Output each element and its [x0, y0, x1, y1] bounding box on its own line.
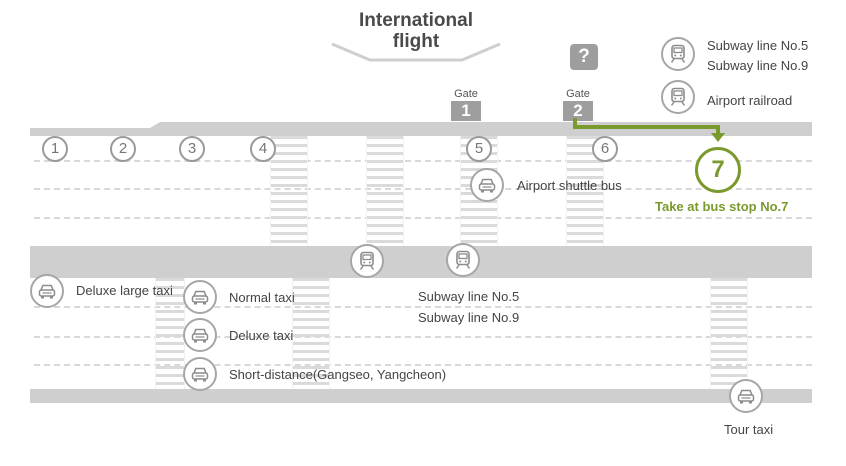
bus-stop-6[interactable]: 6 — [592, 136, 618, 162]
train-icon — [350, 244, 384, 278]
terminal-title: International flight — [330, 10, 502, 52]
tour-taxi-label: Tour taxi — [724, 422, 774, 437]
crosswalk — [155, 278, 185, 389]
train-icon — [661, 37, 695, 71]
lane-divider — [34, 188, 812, 190]
bus-stop-2[interactable]: 2 — [110, 136, 136, 162]
bottom-road — [30, 389, 812, 403]
middle-subway-line-5-label: Subway line No.5 — [418, 289, 520, 304]
train-icon — [446, 243, 480, 277]
help-button[interactable]: ? — [570, 44, 598, 70]
crosswalk — [292, 278, 330, 389]
title-line-1: International — [358, 10, 473, 31]
middle-road — [30, 246, 812, 278]
bus-stop-4[interactable]: 4 — [250, 136, 276, 162]
lane-divider — [34, 217, 812, 219]
crosswalk — [710, 278, 748, 389]
gate-1-number[interactable]: 1 — [451, 101, 481, 121]
train-icon — [661, 80, 695, 114]
subway-line-9-label: Subway line No.9 — [707, 58, 809, 73]
subway-line-5-label: Subway line No.5 — [707, 38, 809, 53]
bus-stop-1[interactable]: 1 — [42, 136, 68, 162]
middle-subway-line-9-label: Subway line No.9 — [418, 310, 520, 325]
lane-divider — [34, 364, 812, 366]
normal-taxi-label: Normal taxi — [229, 290, 295, 305]
airport-railroad-label: Airport railroad — [707, 93, 793, 108]
lane-divider — [34, 160, 812, 162]
bus-icon — [470, 168, 504, 202]
short-distance-taxi-label: Short-distance(Gangseo, Yangcheon) — [229, 367, 447, 382]
gate-2-label: Gate — [566, 88, 590, 100]
title-underline-chevron — [331, 42, 501, 62]
taxi-icon — [183, 318, 217, 352]
bus-stop-7-label: Take at bus stop No.7 — [655, 199, 789, 214]
gate-1-label: Gate — [454, 88, 478, 100]
airport-shuttle-bus-label: Airport shuttle bus — [517, 178, 622, 193]
taxi-icon — [729, 379, 763, 413]
crosswalk — [366, 136, 404, 246]
taxi-icon — [30, 274, 64, 308]
title-line-2: flight — [392, 31, 440, 52]
bus-stop-7-highlight[interactable]: 7 — [695, 147, 741, 193]
lane-divider — [34, 336, 812, 338]
crosswalk — [270, 136, 308, 246]
gate-2-number[interactable]: 2 — [563, 101, 593, 121]
taxi-icon — [183, 357, 217, 391]
deluxe-taxi-label: Deluxe taxi — [229, 328, 294, 343]
route-arrow — [573, 118, 725, 142]
taxi-icon — [183, 280, 217, 314]
bus-stop-3[interactable]: 3 — [179, 136, 205, 162]
deluxe-large-taxi-label: Deluxe large taxi — [76, 283, 173, 298]
bus-stop-5[interactable]: 5 — [466, 136, 492, 162]
lane-divider — [34, 306, 812, 308]
